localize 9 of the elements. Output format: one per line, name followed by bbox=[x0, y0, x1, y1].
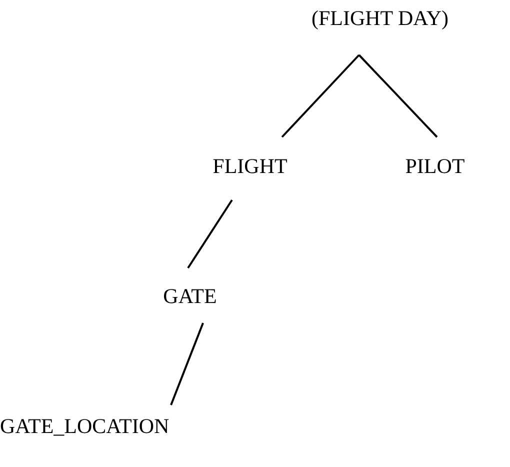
entity-label: PILOT bbox=[405, 154, 465, 178]
entity-label: (FLIGHT DAY) bbox=[311, 6, 449, 30]
entity-label: GATE bbox=[163, 284, 217, 308]
tree-line bbox=[170, 322, 204, 406]
tree-line bbox=[281, 54, 360, 138]
entity-label: GATE_LOCATION bbox=[0, 414, 170, 438]
tree-line bbox=[358, 54, 438, 138]
entity-label: FLIGHT bbox=[212, 154, 288, 178]
tree-line bbox=[187, 199, 233, 269]
